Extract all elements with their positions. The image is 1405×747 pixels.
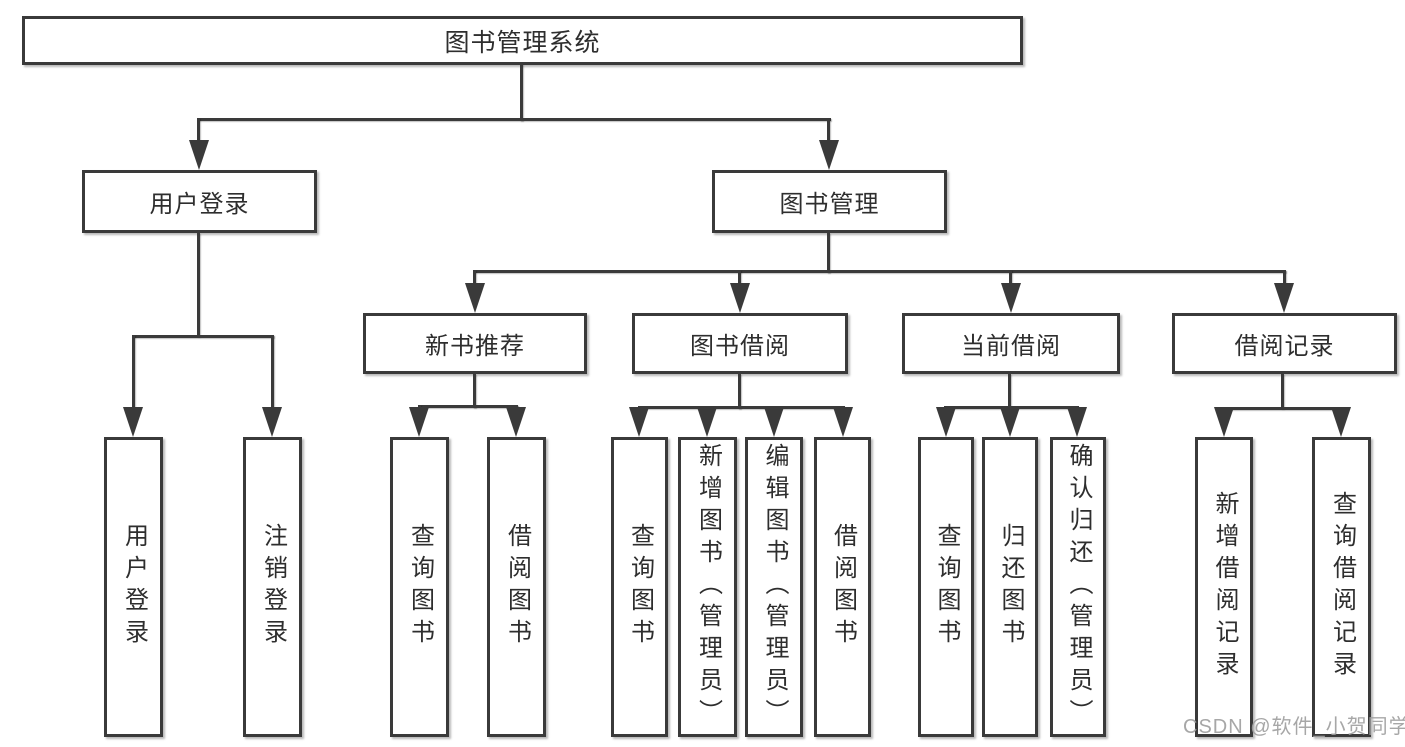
connector-line [1283, 270, 1286, 288]
node-book-borrow: 图书借阅 [632, 313, 848, 374]
node-current-borrow: 当前借阅 [902, 313, 1120, 374]
arrow-down-icon [730, 283, 750, 313]
connector-line [638, 406, 845, 409]
connector-line [1222, 407, 1343, 410]
connector-line [1008, 374, 1011, 408]
arrow-down-icon [189, 140, 209, 170]
arrow-down-icon [1274, 283, 1294, 313]
arrow-down-icon [697, 407, 717, 437]
leaf-borrow-query-book: 查询图书 [611, 437, 668, 737]
connector-line [1281, 374, 1284, 409]
connector-line [473, 270, 476, 288]
connector-line [1009, 270, 1012, 288]
arrow-down-icon [1001, 283, 1021, 313]
connector-line [520, 64, 523, 121]
arrow-down-icon [1214, 407, 1234, 437]
leaf-user-login: 用户登录 [104, 437, 163, 737]
arrow-down-icon [1067, 407, 1087, 437]
connector-line [738, 270, 741, 288]
connector-line [132, 335, 135, 412]
arrow-down-icon [506, 407, 526, 437]
arrow-down-icon [764, 407, 784, 437]
connector-line [132, 335, 274, 338]
arrow-down-icon [1331, 407, 1351, 437]
leaf-logout-login: 注销登录 [243, 437, 302, 737]
node-book-management: 图书管理 [712, 170, 947, 233]
arrow-down-icon [465, 283, 485, 313]
arrow-down-icon [409, 407, 429, 437]
arrow-down-icon [262, 407, 282, 437]
connector-line [473, 374, 476, 408]
leaf-rec-borrow-book: 借阅图书 [487, 437, 546, 737]
connector-line [827, 233, 830, 273]
leaf-current-confirm-return: 确认归还（管理员） [1050, 437, 1106, 737]
leaf-borrow-edit-book: 编辑图书（管理员） [745, 437, 803, 737]
leaf-borrow-add-book: 新增图书（管理员） [678, 437, 737, 737]
node-borrow-record: 借阅记录 [1172, 313, 1397, 374]
connector-line [418, 405, 518, 408]
connector-line [197, 233, 200, 337]
arrow-down-icon [1000, 407, 1020, 437]
arrow-down-icon [819, 140, 839, 170]
leaf-rec-query-book: 查询图书 [390, 437, 449, 737]
leaf-current-return-book: 归还图书 [982, 437, 1038, 737]
node-root: 图书管理系统 [22, 16, 1023, 65]
arrow-down-icon [936, 407, 956, 437]
node-user-login: 用户登录 [82, 170, 317, 233]
connector-line [827, 118, 830, 146]
connector-line [197, 118, 200, 146]
arrow-down-icon [629, 407, 649, 437]
connector-line [271, 335, 274, 412]
leaf-record-query-record: 查询借阅记录 [1312, 437, 1371, 737]
arrow-down-icon [833, 407, 853, 437]
leaf-record-add-record: 新增借阅记录 [1195, 437, 1253, 737]
leaf-borrow-borrow-book: 借阅图书 [814, 437, 871, 737]
connector-line [473, 270, 1286, 273]
connector-line [738, 374, 741, 409]
node-new-book-recommend: 新书推荐 [363, 313, 587, 374]
leaf-current-query-book: 查询图书 [918, 437, 974, 737]
arrow-down-icon [123, 407, 143, 437]
connector-line [197, 118, 831, 121]
